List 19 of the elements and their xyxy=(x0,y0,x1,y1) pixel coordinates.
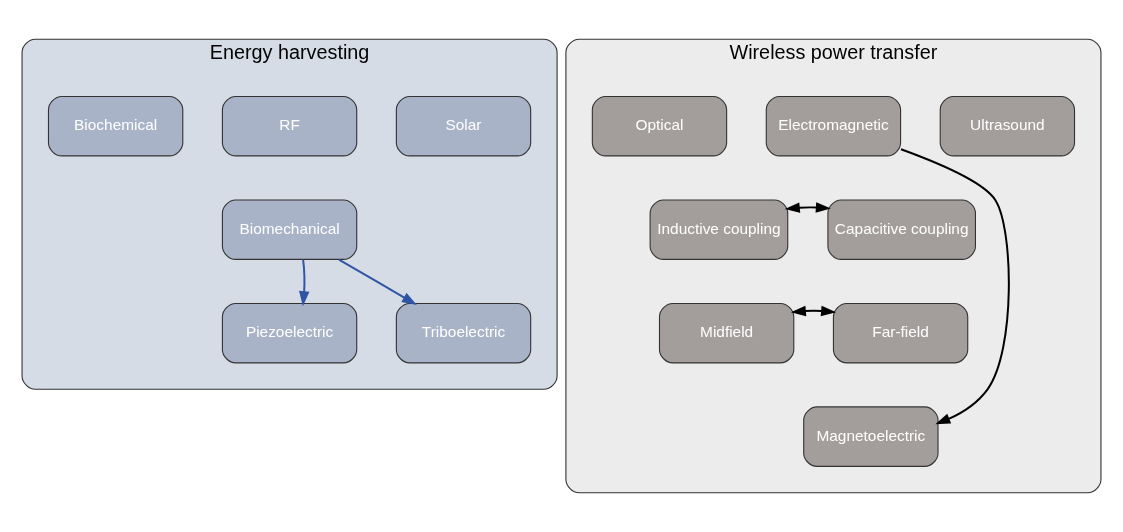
node-box: Triboelectric xyxy=(395,302,532,364)
arrow xyxy=(790,305,837,317)
arrow xyxy=(784,202,831,213)
node-box: Optical xyxy=(591,95,728,157)
node-box: Piezoelectric xyxy=(221,302,358,364)
node-box: Far-field xyxy=(832,302,969,364)
node-box: Biomechanical xyxy=(221,199,358,260)
node-box: Midfield xyxy=(658,302,795,364)
node-box: Biochemical xyxy=(47,95,184,157)
arrow xyxy=(337,258,417,305)
node-box: RF xyxy=(221,95,358,157)
node-box: Electromagnetic xyxy=(765,95,902,157)
arrow xyxy=(299,258,310,307)
node-box: Capacitive coupling xyxy=(827,199,976,260)
node-box: Solar xyxy=(395,95,532,157)
node-box: Inductive coupling xyxy=(649,199,789,260)
node-box: Magnetoelectric xyxy=(803,406,939,467)
node-box: Ultrasound xyxy=(939,95,1076,157)
arrow xyxy=(900,148,1010,425)
